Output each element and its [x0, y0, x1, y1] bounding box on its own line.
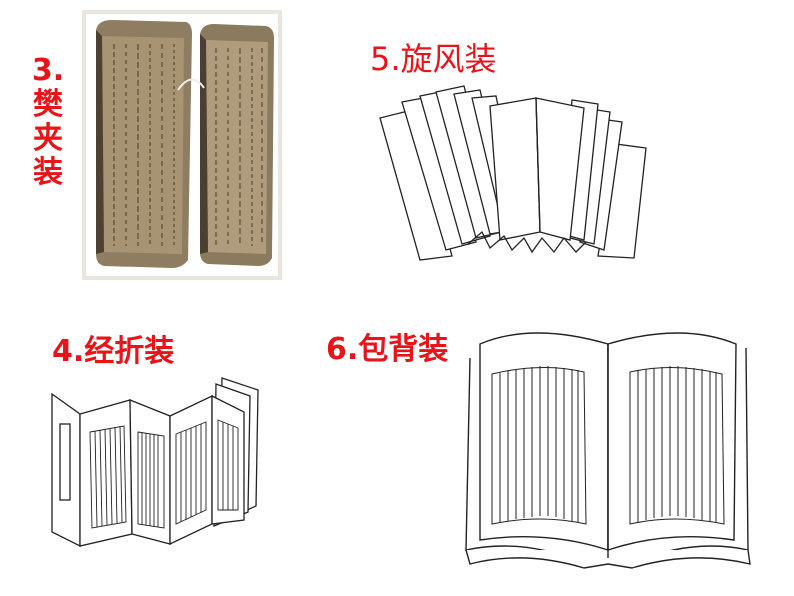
manuscript-left-block [96, 20, 192, 268]
label-char: 装 [33, 155, 63, 190]
whirlwind-fold-illustration [379, 85, 647, 261]
binding-string [177, 78, 205, 91]
label-accordion-fold: 4.经折装 [52, 334, 175, 369]
right-page-text [629, 366, 725, 525]
label-char: 夹 [33, 121, 63, 156]
label-number: 3. [31, 53, 65, 88]
label-butterfly-fold: 3. 樊 夹 装 [28, 54, 68, 190]
left-page-text [491, 366, 587, 525]
accordion-fold-illustration [51, 377, 259, 548]
text-columns [89, 419, 239, 529]
label-whirlwind-fold: 5.旋风装 [370, 40, 497, 78]
label-wrapped-back: 6.包背装 [326, 332, 449, 367]
butterfly-fold-photo [82, 10, 282, 280]
wrapped-back-illustration [465, 332, 751, 569]
manuscript-right-block [200, 24, 274, 266]
label-char: 樊 [33, 87, 63, 122]
